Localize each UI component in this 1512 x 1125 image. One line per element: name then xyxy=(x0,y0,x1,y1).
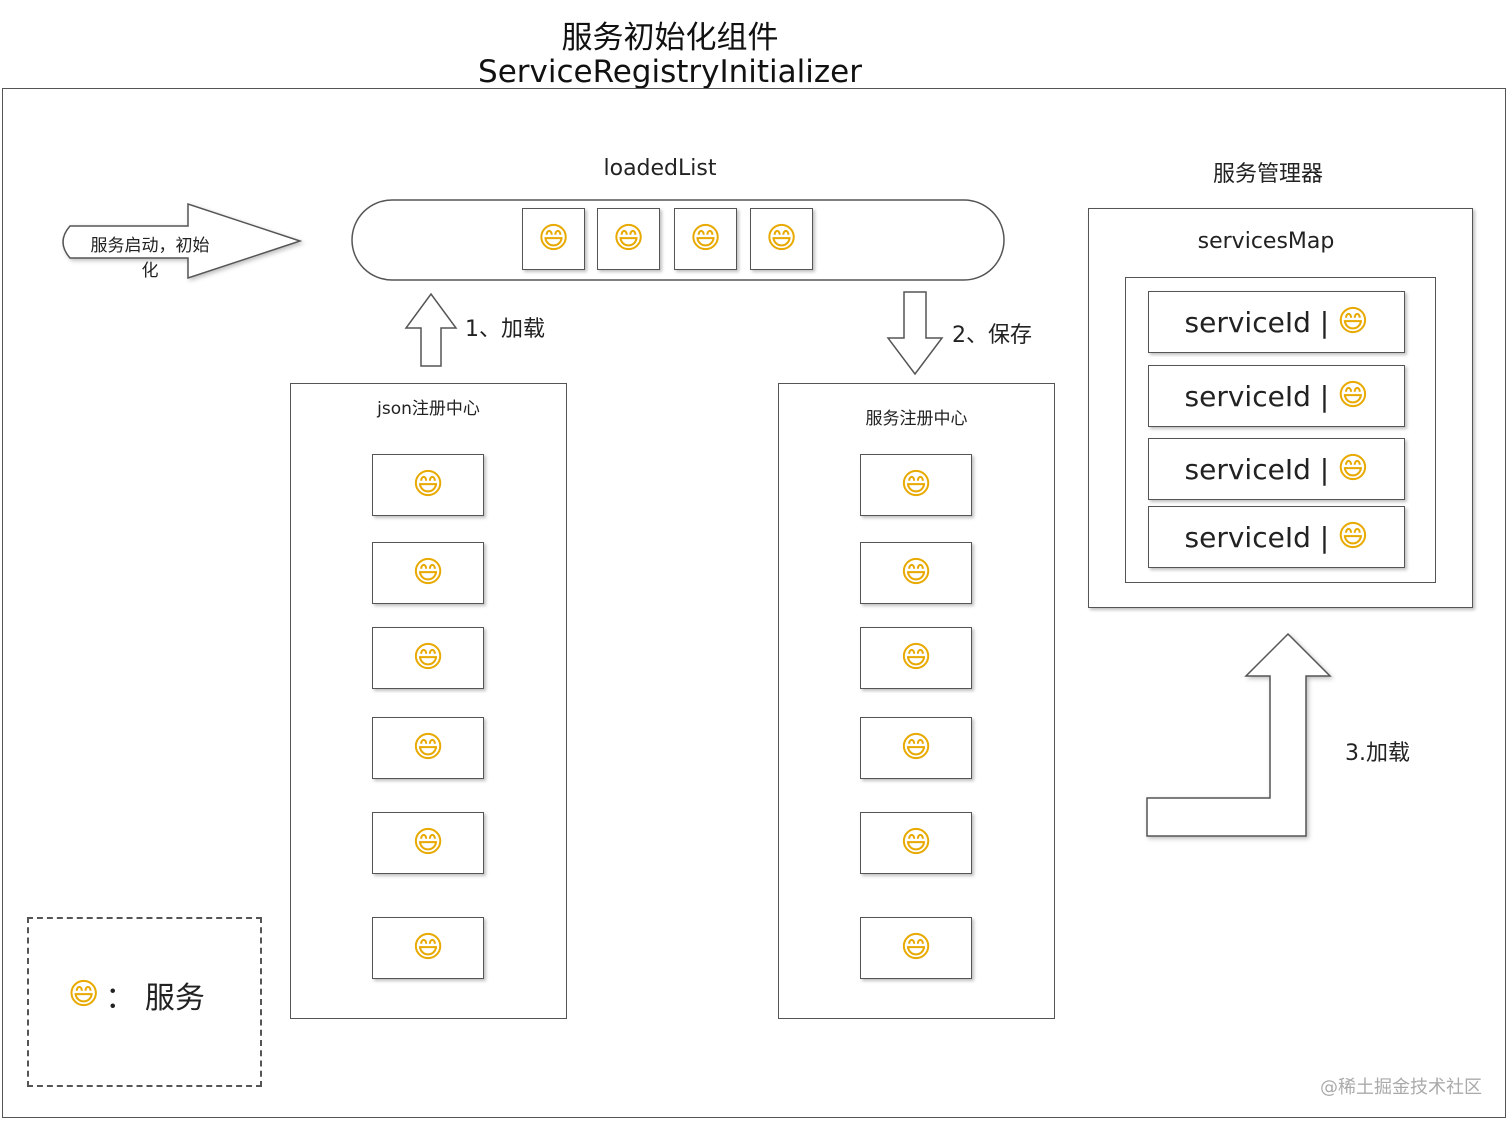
json-registry-item: 😄 xyxy=(372,812,484,874)
loaded-list-item: 😄 xyxy=(522,208,585,270)
step3-bent-arrow xyxy=(1146,632,1332,837)
json-registry-item: 😄 xyxy=(372,717,484,779)
services-map-entry: serviceId |😄 xyxy=(1148,291,1405,353)
main-frame xyxy=(2,88,1506,1118)
services-map-entry: serviceId |😄 xyxy=(1148,506,1405,568)
step1-label: 1、加载 xyxy=(465,317,545,342)
service-id-key: serviceId xyxy=(1184,305,1311,339)
title-line-1: 服务初始化组件 xyxy=(561,20,779,56)
json-registry-item: 😄 xyxy=(372,917,484,979)
service-registry-item: 😄 xyxy=(860,717,972,779)
step3-label: 3.加载 xyxy=(1345,741,1410,766)
service-icon: 😄 xyxy=(900,825,932,860)
service-icon: 😄 xyxy=(412,730,444,765)
json-registry-item: 😄 xyxy=(372,454,484,516)
service-id-key: serviceId xyxy=(1184,452,1311,486)
service-icon: 😄 xyxy=(412,467,444,502)
json-registry-item: 😄 xyxy=(372,627,484,689)
service-icon: 😄 xyxy=(900,640,932,675)
service-icon: 😄 xyxy=(1337,519,1369,554)
service-registry-item: 😄 xyxy=(860,542,972,604)
service-icon: 😄 xyxy=(412,825,444,860)
manager-title: 服务管理器 xyxy=(1212,162,1323,187)
entry-separator: | xyxy=(1319,379,1330,413)
services-map-label: servicesMap xyxy=(1197,229,1335,254)
service-icon: 😄 xyxy=(1337,451,1369,486)
legend-text: ： 服务 xyxy=(105,981,205,1016)
watermark: @稀土掘金技术社区 xyxy=(1320,1077,1482,1098)
service-icon: 😄 xyxy=(412,640,444,675)
service-icon: 😄 xyxy=(537,221,570,256)
service-icon: 😄 xyxy=(765,221,798,256)
service-id-key: serviceId xyxy=(1184,520,1311,554)
service-icon: 😄 xyxy=(1337,304,1369,339)
service-icon: 😄 xyxy=(612,221,645,256)
json-registry-item: 😄 xyxy=(372,542,484,604)
step2-label: 2、保存 xyxy=(952,323,1032,348)
service-icon: 😄 xyxy=(412,555,444,590)
service-registry-item: 😄 xyxy=(860,454,972,516)
step1-up-arrow xyxy=(404,292,458,367)
service-icon: 😄 xyxy=(900,555,932,590)
service-id-key: serviceId xyxy=(1184,379,1311,413)
loaded-list-item: 😄 xyxy=(750,208,813,270)
service-registry-item: 😄 xyxy=(860,917,972,979)
step2-down-arrow xyxy=(886,291,944,376)
services-map-entry: serviceId |😄 xyxy=(1148,438,1405,500)
service-registry-item: 😄 xyxy=(860,627,972,689)
service-icon: 😄 xyxy=(900,467,932,502)
entry-separator: | xyxy=(1319,452,1330,486)
service-icon: 😄 xyxy=(900,930,932,965)
service-registry-item: 😄 xyxy=(860,812,972,874)
start-arrow xyxy=(62,202,303,280)
loaded-list-item: 😄 xyxy=(597,208,660,270)
loaded-list-item: 😄 xyxy=(674,208,737,270)
entry-separator: | xyxy=(1319,520,1330,554)
legend: 😄 ： 服务 xyxy=(68,973,205,1017)
service-icon: 😄 xyxy=(689,221,722,256)
service-icon: 😄 xyxy=(900,730,932,765)
service-icon: 😄 xyxy=(68,977,100,1012)
title-line-2: ServiceRegistryInitializer xyxy=(478,54,862,90)
service-icon: 😄 xyxy=(412,930,444,965)
loaded-list-label: loadedList xyxy=(603,156,717,181)
json-registry-title: json注册中心 xyxy=(377,399,480,419)
start-arrow-label: 服务启动，初始化 xyxy=(90,236,210,281)
entry-separator: | xyxy=(1319,305,1330,339)
json-registry-box xyxy=(290,383,567,1019)
service-icon: 😄 xyxy=(1337,378,1369,413)
service-registry-title: 服务注册中心 xyxy=(865,409,968,429)
services-map-entry: serviceId |😄 xyxy=(1148,365,1405,427)
legend-box xyxy=(27,917,262,1087)
